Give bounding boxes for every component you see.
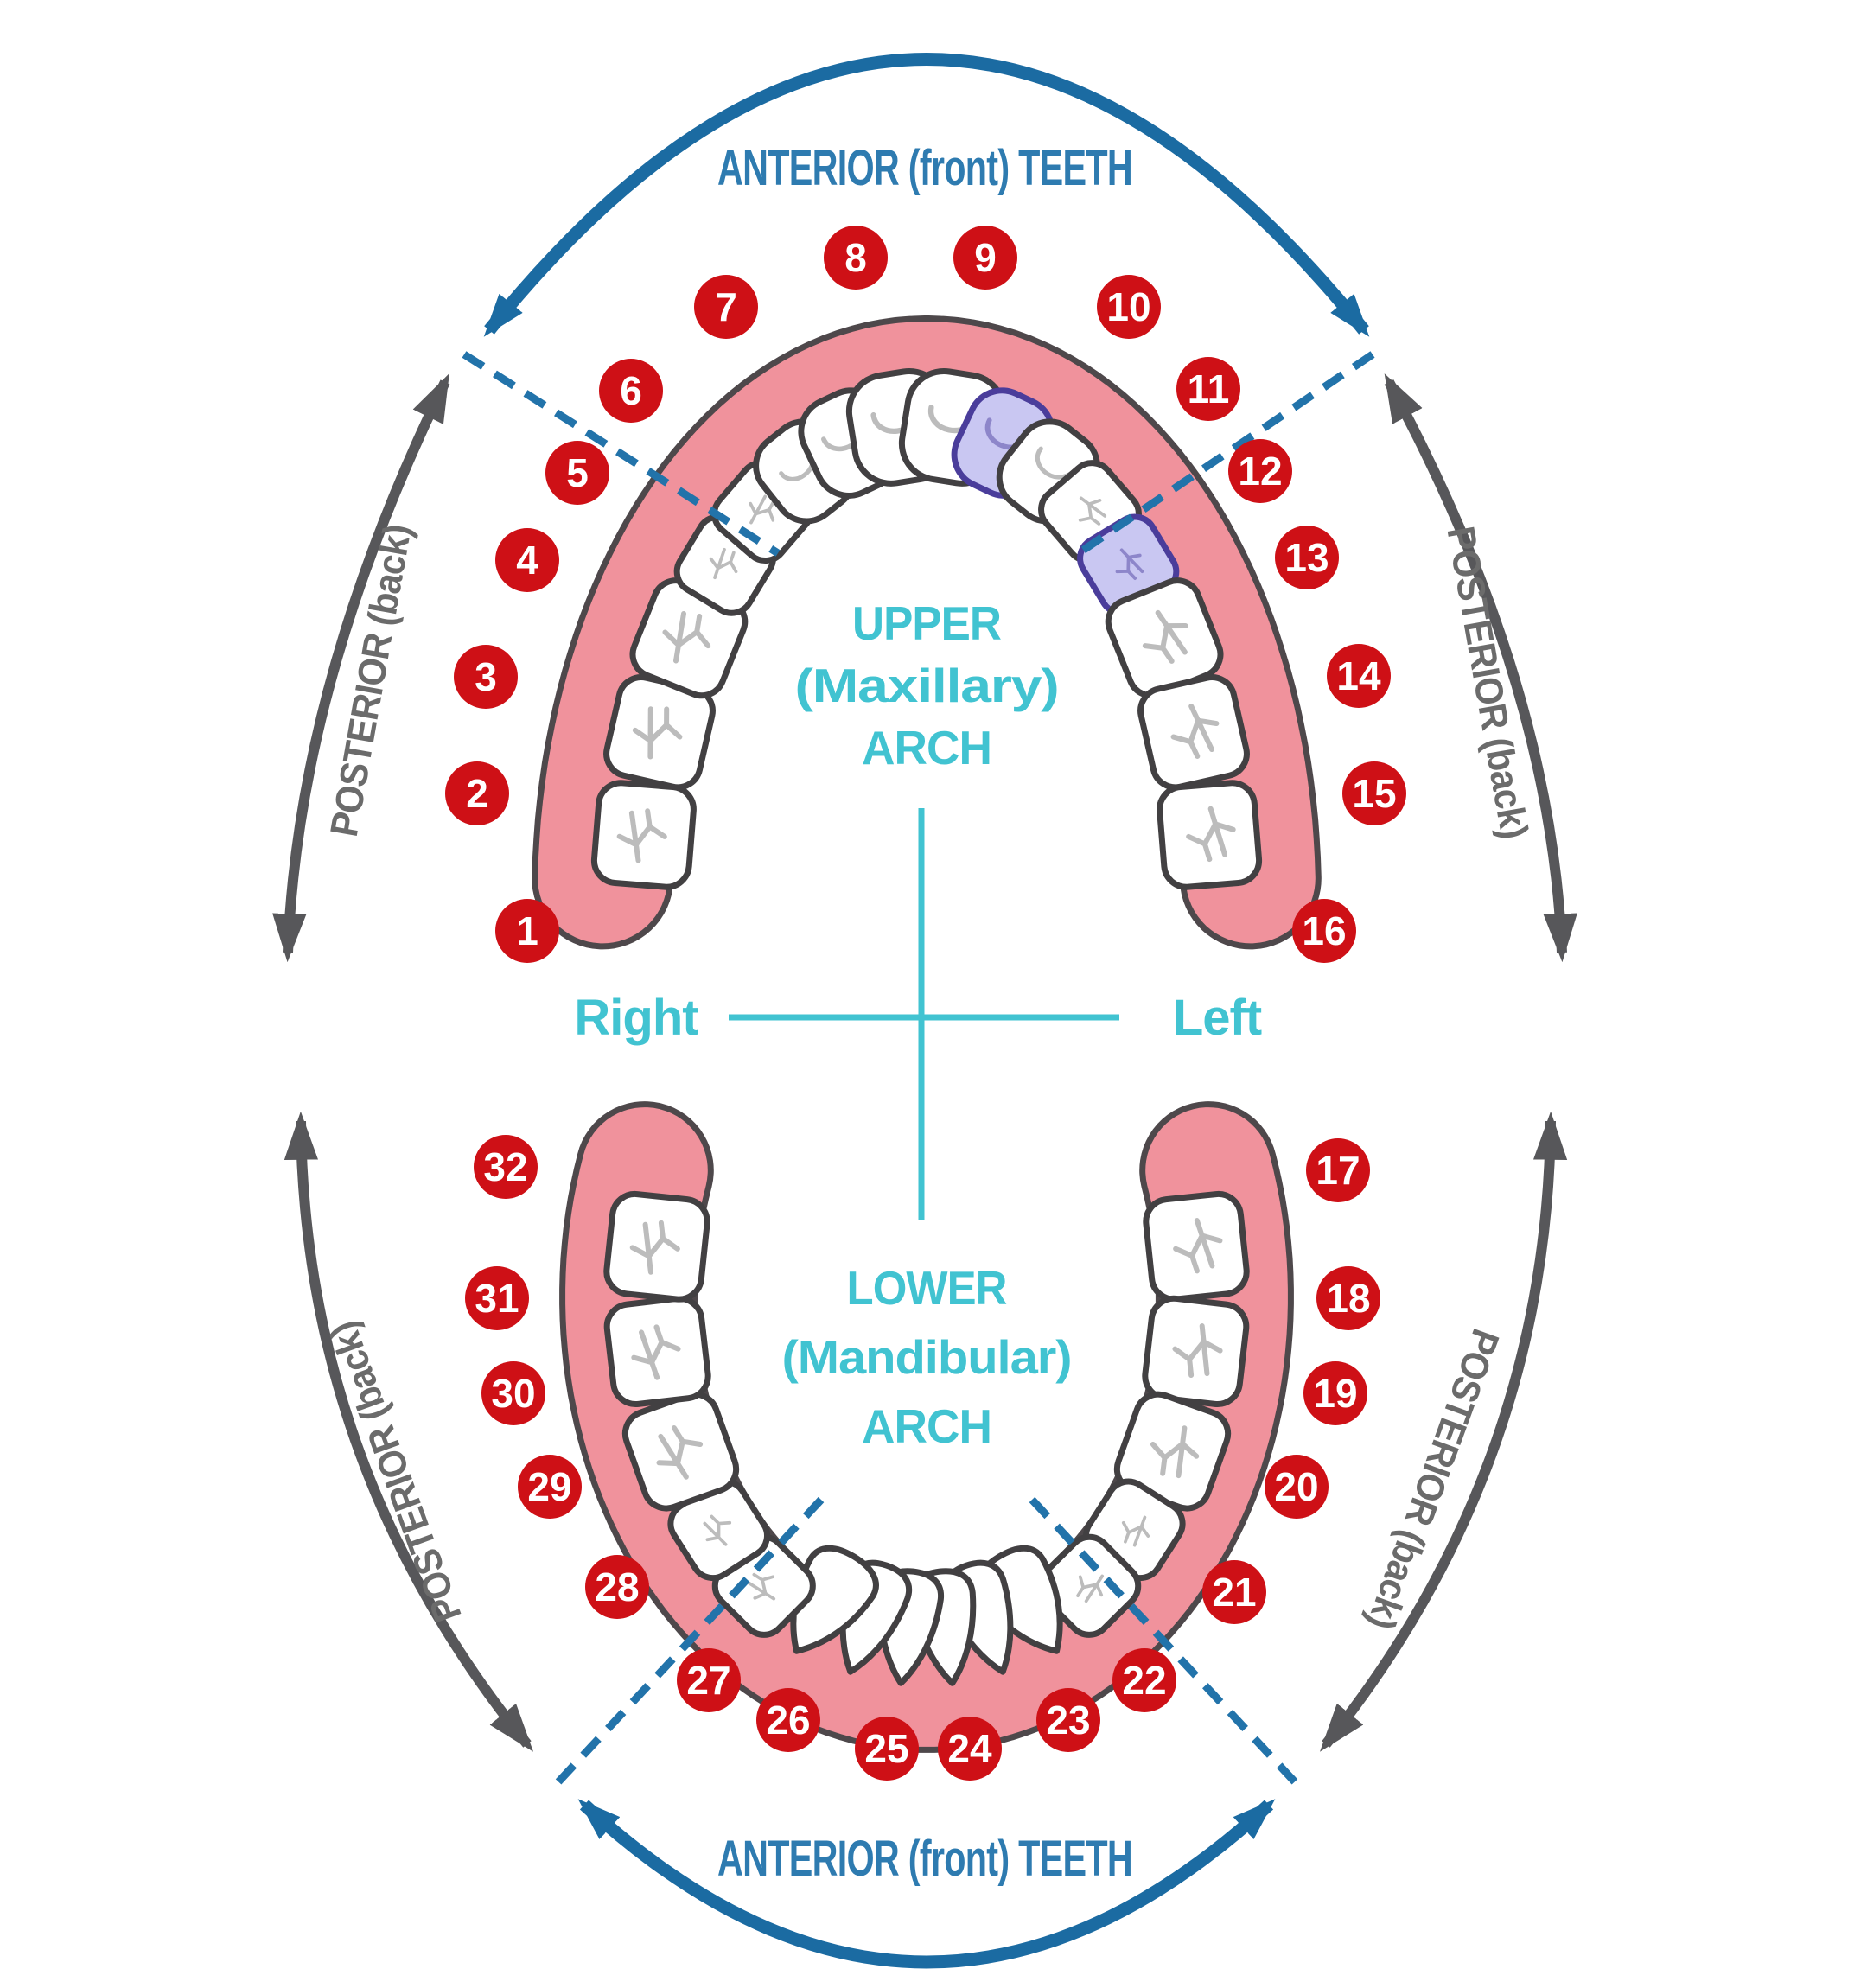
tooth-number-badge-14: 14: [1327, 644, 1391, 708]
tooth-number-badge-19: 19: [1303, 1361, 1367, 1425]
posterior-arrow-lower-left: [284, 1111, 534, 1752]
tooth-number-badge-29: 29: [518, 1455, 582, 1519]
canine-line-upper-right: [1076, 351, 1375, 557]
tooth-number-badge-18: 18: [1316, 1266, 1380, 1330]
tooth-number-badge-24: 24: [938, 1717, 1002, 1781]
tooth-number-badge-7: 7: [694, 275, 758, 339]
svg-text:13: 13: [1284, 535, 1329, 580]
tooth-15: [1137, 674, 1250, 791]
svg-text:32: 32: [483, 1144, 527, 1189]
anterior-arrow-bottom: [577, 1799, 1276, 1969]
canine-line-lower-left: [550, 1496, 825, 1791]
tooth-number-badge-30: 30: [481, 1361, 545, 1425]
svg-text:19: 19: [1313, 1371, 1357, 1416]
tooth-14: [1105, 577, 1224, 699]
tooth-number-badge-32: 32: [474, 1135, 538, 1199]
lower-arch-label-line2: (Mandibular): [782, 1330, 1072, 1384]
tooth-number-badge-3: 3: [454, 645, 518, 709]
svg-text:8: 8: [844, 235, 867, 280]
svg-text:24: 24: [947, 1726, 992, 1771]
tooth-number-badge-12: 12: [1228, 439, 1292, 503]
tooth-number-badge-1: 1: [495, 899, 559, 963]
tooth-number-badge-2: 2: [445, 761, 509, 825]
anterior-arrow-top: [483, 53, 1370, 337]
posterior-upper-right-label: POSTERIOR (back): [1438, 523, 1537, 841]
svg-text:15: 15: [1352, 771, 1396, 816]
tooth-number-badge-8: 8: [824, 226, 888, 290]
tooth-number-badge-27: 27: [677, 1648, 741, 1712]
tooth-number-badge-9: 9: [953, 226, 1017, 290]
svg-text:21: 21: [1212, 1570, 1256, 1615]
tooth-number-badge-17: 17: [1306, 1138, 1370, 1202]
svg-text:3: 3: [475, 654, 497, 699]
svg-text:16: 16: [1302, 908, 1346, 953]
tooth-number-badge-31: 31: [465, 1266, 529, 1330]
svg-text:30: 30: [491, 1371, 535, 1416]
svg-text:1: 1: [516, 908, 538, 953]
tooth-number-badge-4: 4: [495, 528, 559, 592]
canine-line-lower-right: [1029, 1496, 1303, 1791]
svg-text:2: 2: [466, 771, 488, 816]
svg-text:25: 25: [864, 1726, 908, 1771]
anterior-bottom-label: ANTERIOR (front) TEETH: [717, 1831, 1132, 1887]
svg-text:29: 29: [527, 1464, 571, 1509]
tooth-number-badge-15: 15: [1342, 761, 1406, 825]
svg-text:26: 26: [766, 1698, 810, 1743]
tooth-31: [603, 1295, 711, 1408]
right-label: Right: [574, 990, 698, 1046]
upper-arch-label-line1: UPPER: [852, 596, 1001, 650]
posterior-arrow-upper-left: [272, 373, 450, 963]
tooth-number-badge-23: 23: [1036, 1688, 1100, 1752]
tooth-30: [621, 1391, 740, 1512]
tooth-number-badge-22: 22: [1112, 1648, 1176, 1712]
tooth-number-badge-11: 11: [1176, 357, 1240, 421]
svg-text:28: 28: [595, 1564, 639, 1609]
posterior-arrow-upper-right: [1384, 373, 1577, 963]
svg-text:4: 4: [516, 538, 538, 583]
lower-arch-label-line1: LOWER: [847, 1261, 1007, 1315]
tooth-number-badge-13: 13: [1275, 526, 1339, 589]
tooth-number-badge-16: 16: [1292, 899, 1356, 963]
upper-maxillary-arch: [532, 315, 1322, 950]
tooth-number-badge-5: 5: [545, 441, 609, 505]
svg-text:5: 5: [566, 450, 589, 495]
svg-text:20: 20: [1274, 1464, 1318, 1509]
svg-text:22: 22: [1122, 1658, 1166, 1703]
svg-text:18: 18: [1326, 1276, 1370, 1321]
posterior-lower-left-label: POSTERIOR (back): [321, 1316, 470, 1628]
tooth-1: [590, 780, 697, 890]
svg-text:31: 31: [475, 1276, 519, 1321]
tooth-16: [1157, 780, 1263, 890]
lower-arch-label-line3: ARCH: [862, 1399, 991, 1453]
tooth-number-badge-6: 6: [599, 359, 663, 423]
svg-text:27: 27: [686, 1658, 730, 1703]
svg-text:12: 12: [1238, 449, 1282, 494]
tooth-32: [603, 1190, 710, 1303]
posterior-arrow-lower-right: [1319, 1111, 1568, 1752]
tooth-18: [1142, 1295, 1250, 1408]
lower-mandibular-arch: [559, 1101, 1294, 1753]
upper-arch-label-line2: (Maxillary): [795, 659, 1059, 712]
tooth-17: [1143, 1190, 1250, 1303]
tooth-number-badge-26: 26: [756, 1688, 820, 1752]
tooth-number-badge-25: 25: [855, 1717, 919, 1781]
canine-line-upper-left: [462, 351, 781, 557]
svg-text:17: 17: [1316, 1148, 1360, 1193]
tooth-number-badge-10: 10: [1097, 275, 1161, 339]
svg-text:10: 10: [1106, 284, 1150, 329]
svg-text:14: 14: [1336, 653, 1381, 698]
anterior-top-label: ANTERIOR (front) TEETH: [717, 140, 1132, 196]
tooth-number-badge-20: 20: [1265, 1455, 1329, 1519]
tooth-19: [1113, 1391, 1232, 1512]
tooth-number-badge-21: 21: [1202, 1560, 1266, 1624]
svg-text:23: 23: [1046, 1698, 1090, 1743]
svg-text:7: 7: [715, 284, 737, 329]
svg-text:6: 6: [620, 368, 642, 413]
tooth-number-badge-28: 28: [585, 1555, 649, 1619]
svg-text:9: 9: [974, 235, 997, 280]
upper-arch-label-line3: ARCH: [862, 721, 991, 774]
left-label: Left: [1173, 990, 1262, 1046]
svg-text:11: 11: [1188, 366, 1230, 411]
